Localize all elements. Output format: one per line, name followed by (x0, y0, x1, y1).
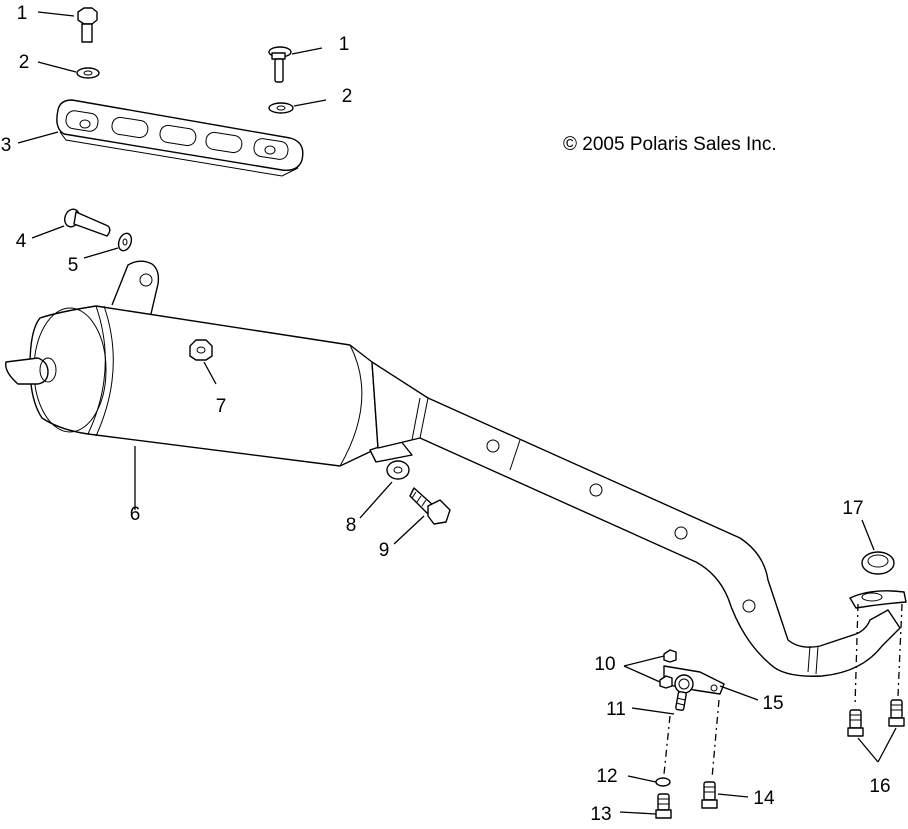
callout-4: 4 (16, 231, 27, 252)
part-15-bracket (663, 665, 725, 695)
callout-8: 8 (346, 515, 357, 536)
part-8-washer (386, 460, 410, 480)
callout-12: 12 (596, 766, 617, 787)
callout-10: 10 (594, 654, 615, 675)
part-16-bolt-left (847, 709, 864, 737)
callout-17: 17 (842, 498, 863, 519)
callout-1-right: 1 (339, 34, 350, 55)
part-9-flange-bolt (409, 487, 451, 525)
callout-14: 14 (753, 788, 775, 809)
callout-2-right: 2 (342, 86, 353, 107)
part-10-nut-upper (663, 649, 677, 663)
part-17-gasket (861, 551, 895, 575)
callout-5: 5 (68, 255, 79, 276)
part-16-bolt-right (888, 699, 905, 727)
part-10-nut-lower (659, 675, 673, 689)
callout-7: 7 (216, 396, 227, 417)
part-11-sensor (674, 674, 694, 711)
part-1-flange-bolt-left (77, 7, 98, 43)
callout-2-left: 2 (19, 52, 30, 73)
part-6-muffler-exhaust-assembly (5, 260, 907, 677)
callout-9: 9 (379, 540, 390, 561)
copyright-text: © 2005 Polaris Sales Inc. (563, 134, 777, 155)
callout-13: 13 (590, 804, 611, 824)
part-2-washer-left (76, 67, 100, 79)
part-1-flange-bolt-right (268, 46, 292, 83)
part-5-washer (117, 232, 133, 252)
callout-15: 15 (762, 693, 783, 714)
assembly-centerlines (663, 603, 903, 779)
part-12-washer (655, 777, 671, 787)
callout-1-left: 1 (17, 3, 28, 24)
callout-labels: 1 1 2 2 3 4 5 6 7 8 9 10 11 12 13 14 15 … (1, 3, 891, 825)
callout-16: 16 (869, 776, 890, 797)
part-4-bolt (64, 208, 111, 237)
callout-6: 6 (130, 504, 141, 525)
part-2-washer-right (268, 102, 294, 114)
part-7-nut (189, 339, 213, 361)
part-13-bolt (655, 793, 672, 819)
leader-lines (17, 11, 897, 815)
callout-11: 11 (606, 699, 626, 720)
part-14-bolt (701, 781, 718, 809)
callout-3: 3 (1, 135, 12, 156)
part-3-mounting-bracket (56, 99, 304, 177)
